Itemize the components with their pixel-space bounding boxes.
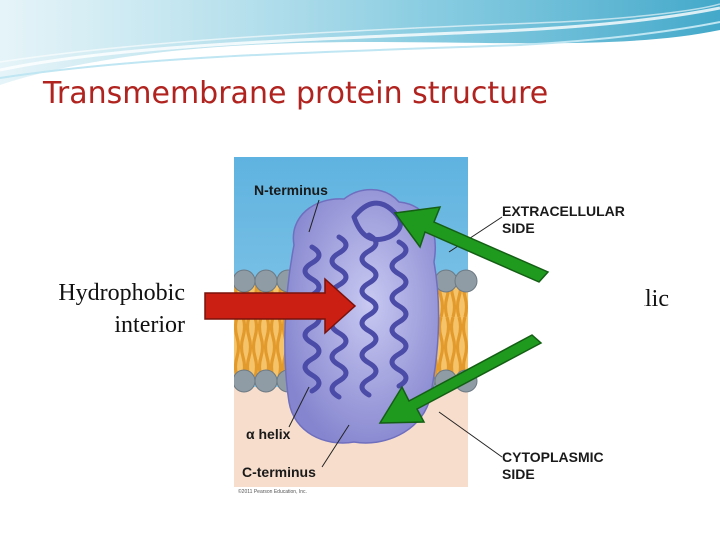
slide-title: Transmembrane protein structure bbox=[43, 76, 549, 111]
left-label-line-2: interior bbox=[114, 312, 185, 338]
c-terminus-label: C-terminus bbox=[242, 464, 316, 480]
cytoplasmic-label-line-2: SIDE bbox=[502, 466, 535, 482]
figure-copyright: ©2011 Pearson Education, Inc. bbox=[238, 488, 307, 495]
extracellular-label-line-2: SIDE bbox=[502, 220, 535, 236]
left-label-line-1: Hydrophobic bbox=[58, 280, 185, 306]
n-terminus-label: N-terminus bbox=[254, 182, 328, 198]
cytoplasmic-label-line-1: CYTOPLASMIC bbox=[502, 449, 604, 465]
header-swoosh-decoration bbox=[0, 0, 720, 85]
hydrophobic-interior-label: Hydrophobic interior bbox=[20, 277, 185, 341]
extracellular-label-line-1: EXTRACELLULAR bbox=[502, 203, 625, 219]
transmembrane-protein-figure: N-terminus α helix C-terminus EXTRACELLU… bbox=[234, 157, 644, 497]
protein-molecule bbox=[284, 188, 440, 444]
alpha-helix-label: α helix bbox=[246, 426, 291, 442]
